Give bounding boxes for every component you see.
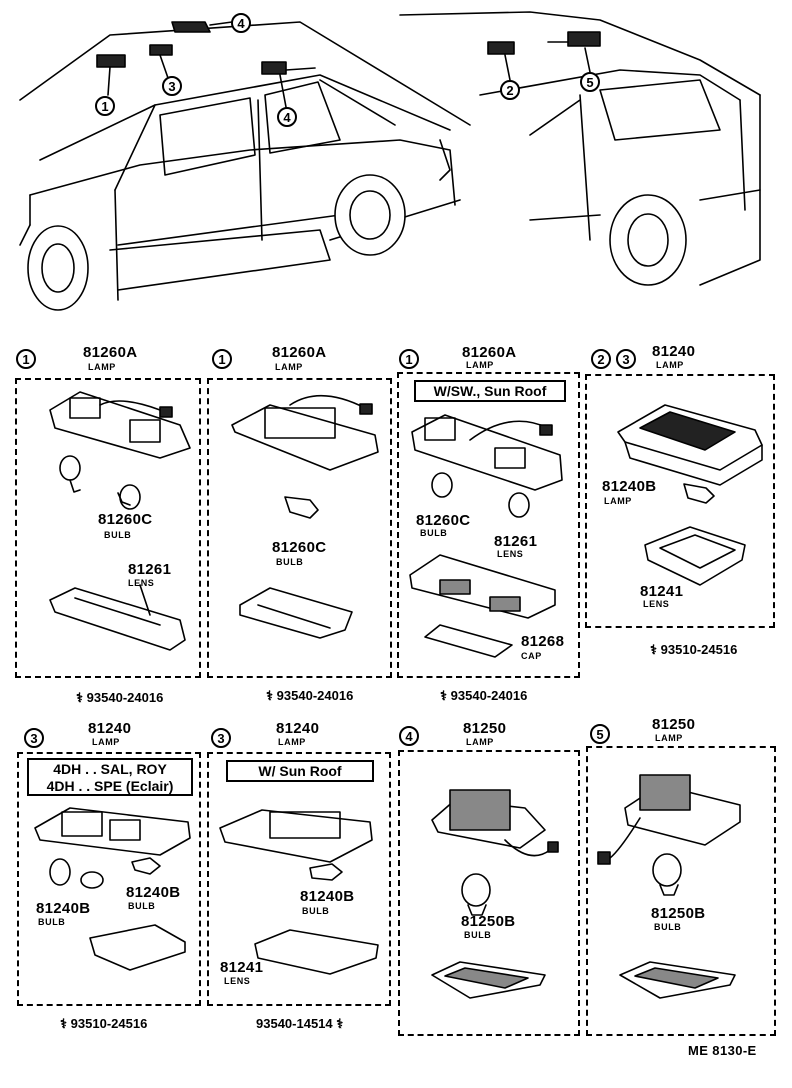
callout-marker: 5 — [580, 72, 600, 92]
screw-part-number: ⚕ 93540-24016 — [440, 688, 528, 703]
lamp-label: LAMP — [656, 360, 684, 370]
lamp-label: LAMP — [655, 733, 683, 743]
screw-icon: ⚕ — [76, 690, 84, 705]
callout-marker: 4 — [399, 726, 419, 746]
lamp-drawing — [219, 809, 379, 975]
callout-marker: 3 — [211, 728, 231, 748]
screw-icon: ⚕ — [440, 688, 448, 703]
panel-frame — [207, 378, 392, 678]
lamp-part-number: 81260A — [272, 344, 327, 361]
panel-frame — [585, 374, 775, 628]
cap-part-number: 81268 — [521, 633, 565, 650]
lamp-label: LAMP — [278, 737, 306, 747]
lens-part-number: 81241 — [220, 959, 264, 976]
bulb-part-number: 81260C — [272, 539, 327, 556]
lamp-part-number: 81240 — [652, 343, 696, 360]
panel-frame — [17, 752, 201, 1006]
bulb-label: BULB — [464, 930, 492, 940]
lens-part-number: 81261 — [128, 561, 172, 578]
condition-label: 4DH . . SAL, ROY 4DH . . SPE (Eclair) — [27, 758, 193, 796]
vehicle-illustrations — [19, 11, 761, 311]
bulb-label: BULB — [276, 557, 304, 567]
screw-icon: ⚕ — [650, 642, 658, 657]
condition-label: W/ Sun Roof — [226, 760, 374, 782]
condition-line: 4DH . . SAL, ROY — [53, 761, 167, 777]
lamp-drawing — [617, 404, 763, 586]
panel-frame — [397, 372, 580, 678]
lamp-label: LAMP — [92, 737, 120, 747]
lens-label: LENS — [128, 578, 155, 588]
bulb-part-number: 81250B — [461, 913, 516, 930]
screw-part-number: ⚕ 93510-24516 — [650, 642, 738, 657]
lamp-part-number: 81240 — [88, 720, 132, 737]
lamp-label: LAMP — [88, 362, 116, 372]
bulb-part-number: 81250B — [651, 905, 706, 922]
bulb-part-number: 81240B — [300, 888, 355, 905]
lamp-label: LAMP — [275, 362, 303, 372]
bulb-label-2: BULB — [128, 901, 156, 911]
callout-marker: 3 — [24, 728, 44, 748]
lamp-part-number: 81250 — [652, 716, 696, 733]
screw-icon: ⚕ — [266, 688, 274, 703]
bulb-label: BULB — [654, 922, 682, 932]
callout-marker: 1 — [16, 349, 36, 369]
diagram-code: ME 8130-E — [688, 1043, 757, 1058]
bulb-part-number: 81260C — [98, 511, 153, 528]
wagon-illustration — [399, 11, 761, 286]
callout-marker: 1 — [212, 349, 232, 369]
condition-line: 4DH . . SPE (Eclair) — [46, 778, 174, 794]
condition-label: W/SW., Sun Roof — [414, 380, 566, 402]
panel-frame — [586, 746, 776, 1036]
lamp-drawing — [49, 391, 191, 651]
lamp-label: LAMP — [466, 737, 494, 747]
bulb-label: BULB — [420, 528, 448, 538]
screw-part-number: 93540-14514 ⚕ — [256, 1016, 344, 1031]
cap-label: CAP — [521, 651, 542, 661]
bulb-part-number: 81240B — [36, 900, 91, 917]
screw-part-number: ⚕ 93510-24516 — [60, 1016, 148, 1031]
panel-frame — [207, 752, 391, 1006]
screw-icon: ⚕ — [60, 1016, 68, 1031]
bulb-label: BULB — [104, 530, 132, 540]
bulb-label: LAMP — [604, 496, 632, 506]
screw-part-number: ⚕ 93540-24016 — [76, 690, 164, 705]
lamp-drawing — [597, 774, 741, 999]
bulb-part-number: 81240B — [602, 478, 657, 495]
lamp-part-number: 81260A — [462, 344, 517, 361]
lens-label: LENS — [497, 549, 524, 559]
screw-icon: ⚕ — [336, 1016, 344, 1031]
callout-marker: 1 — [95, 96, 115, 116]
screw-part-number: ⚕ 93540-24016 — [266, 688, 354, 703]
callout-marker: 4 — [277, 107, 297, 127]
callout-marker: 1 — [399, 349, 419, 369]
lamp-part-number: 81260A — [83, 344, 138, 361]
bulb-part-number: 81260C — [416, 512, 471, 529]
panel-frame — [15, 378, 201, 678]
callout-marker: 3 — [616, 349, 636, 369]
callout-marker: 5 — [590, 724, 610, 744]
lens-label: LENS — [224, 976, 251, 986]
lamp-drawing — [431, 789, 559, 999]
lens-part-number: 81241 — [640, 583, 684, 600]
sedan-illustration — [19, 21, 471, 311]
bulb-part-number-2: 81240B — [126, 884, 181, 901]
callout-marker: 3 — [162, 76, 182, 96]
bulb-label: BULB — [302, 906, 330, 916]
lamp-part-number: 81250 — [463, 720, 507, 737]
callout-marker: 2 — [591, 349, 611, 369]
lens-label: LENS — [643, 599, 670, 609]
lens-part-number: 81261 — [494, 533, 538, 550]
lamp-label: LAMP — [466, 360, 494, 370]
lamp-drawing — [34, 807, 191, 971]
lamp-drawing — [409, 414, 563, 658]
lamp-part-number: 81240 — [276, 720, 320, 737]
panel-frame — [398, 750, 580, 1036]
callout-marker: 2 — [500, 80, 520, 100]
lamp-drawing — [231, 394, 379, 639]
bulb-label: BULB — [38, 917, 66, 927]
callout-marker: 4 — [231, 13, 251, 33]
